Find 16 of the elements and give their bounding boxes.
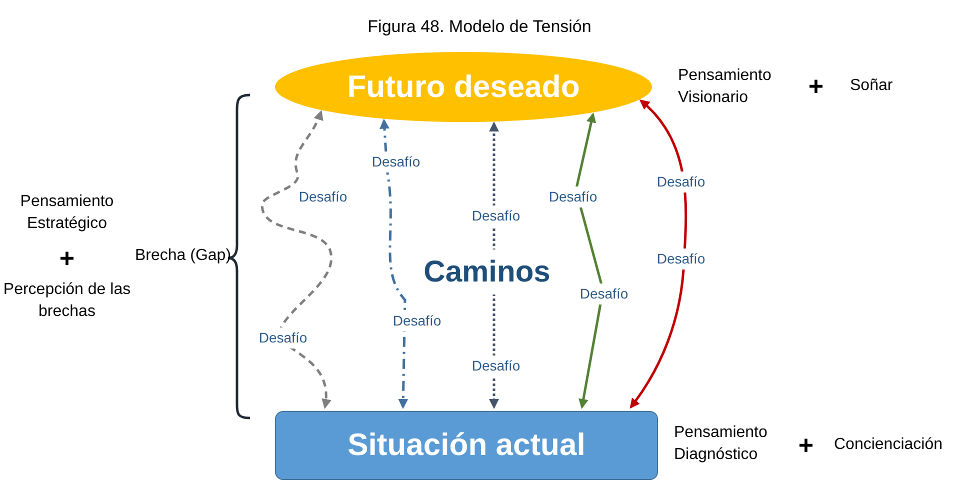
ellipse-node: Futuro deseado	[275, 52, 652, 122]
connector-arrow	[380, 118, 408, 409]
side-label: Pensamiento Diagnóstico	[674, 423, 768, 465]
side-label: Concienciación	[834, 435, 943, 455]
side-label: Brecha (Gap)	[134, 246, 232, 266]
plus-sign: +	[808, 73, 824, 99]
process-box: Situación actual	[275, 411, 658, 480]
plus-sign: +	[59, 245, 75, 271]
connector-arrow	[260, 110, 332, 409]
side-label: Pensamiento Estratégico	[19, 192, 115, 234]
side-label: Pensamiento Visionario	[678, 66, 772, 108]
connector-arrow	[630, 99, 688, 409]
figure-title: Figura 48. Modelo de Tensión	[368, 16, 592, 38]
side-label: Soñar	[850, 76, 893, 96]
side-label: Percepción de las brechas	[2, 280, 132, 322]
plus-sign: +	[798, 432, 814, 458]
